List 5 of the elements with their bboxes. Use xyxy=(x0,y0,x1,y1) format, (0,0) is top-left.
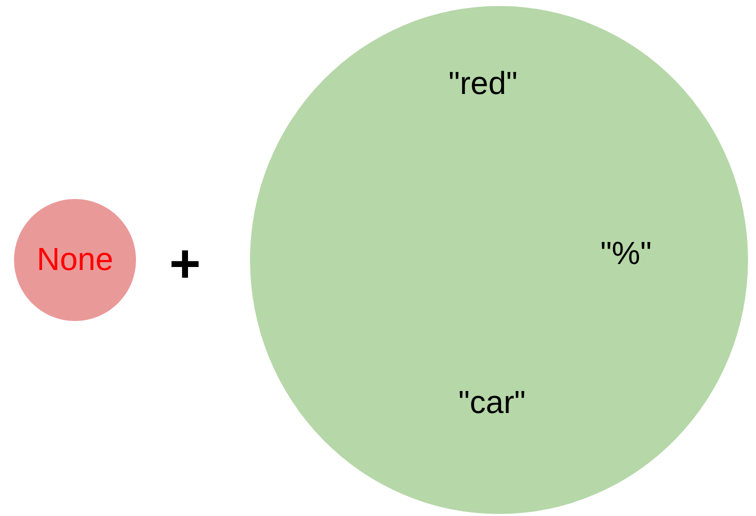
plus-sign: + xyxy=(169,236,201,292)
node-text: None xyxy=(36,241,114,277)
node-text: "red" xyxy=(448,65,518,101)
node-text: "%" xyxy=(600,235,652,271)
node-text: "car" xyxy=(458,384,526,420)
